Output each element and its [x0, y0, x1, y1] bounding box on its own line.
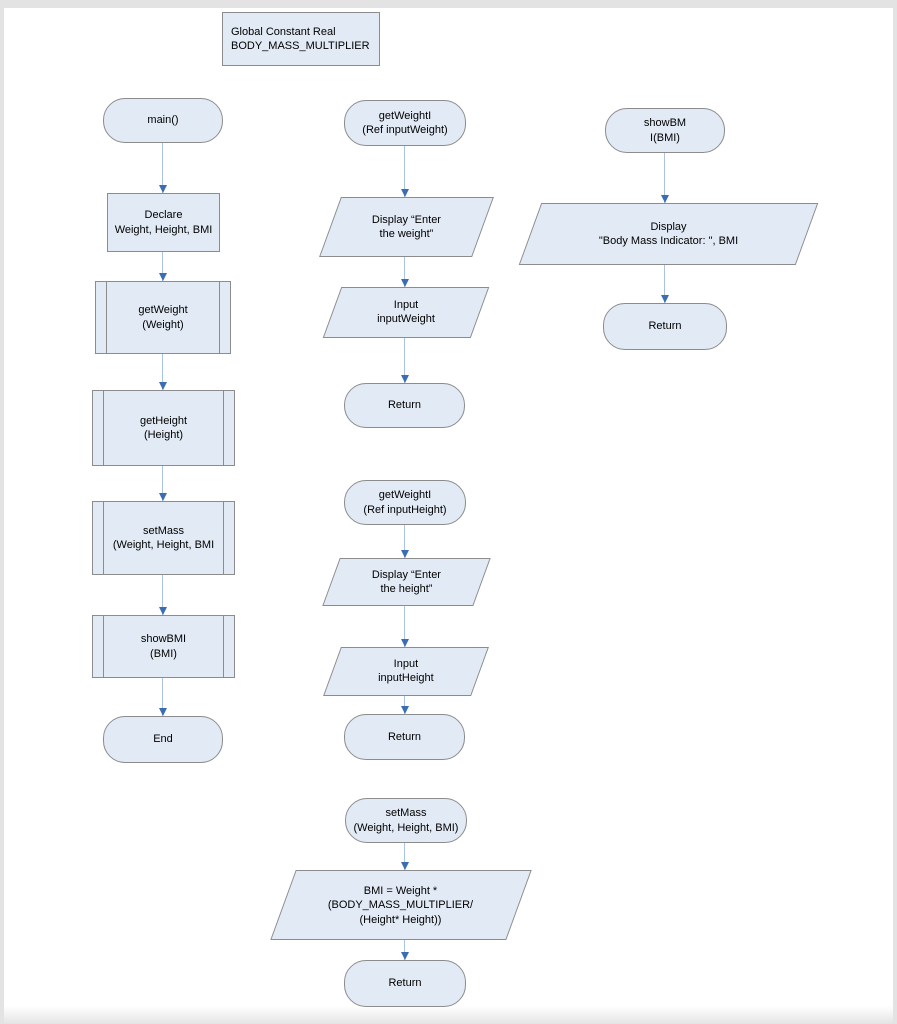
node-display-bmi: Display "Body Mass Indicator: ", BMI — [518, 203, 819, 265]
arrow-getheight-start-to-display — [404, 525, 405, 558]
arrow-getweight-to-getheight — [162, 354, 163, 390]
node-getweight-start-label: getWeightI (Ref inputWeight) — [362, 109, 448, 136]
global-constant-box: Global Constant Real BODY_MASS_MULTIPLIE… — [222, 12, 380, 66]
node-bmi-assignment-label: BMI = Weight * (BODY_MASS_MULTIPLIER/ (H… — [328, 884, 474, 926]
node-main-end-label: End — [153, 733, 173, 746]
arrow-assign-to-return — [404, 940, 405, 960]
node-showbmi-return: Return — [603, 303, 727, 350]
node-display-height-label: Display “Enter the height” — [371, 568, 442, 595]
node-main-start-label: main() — [147, 114, 179, 127]
document-page: Global Constant Real BODY_MASS_MULTIPLIE… — [4, 8, 893, 1024]
node-call-getheight-label: getHeight (Height) — [139, 414, 188, 441]
node-display-weight-label: Display “Enter the weight” — [371, 213, 442, 240]
node-display-bmi-label: Display "Body Mass Indicator: ", BMI — [598, 220, 739, 247]
node-getweight-return-label: Return — [387, 399, 422, 412]
arrow-display-to-input-weight — [404, 257, 405, 287]
node-input-weight: Input inputWeight — [322, 287, 490, 338]
node-showbmi-return-label: Return — [648, 320, 682, 333]
node-call-getheight: getHeight (Height) — [92, 390, 235, 466]
node-main-start: main() — [103, 98, 223, 143]
node-call-setmass-label: setMass (Weight, Height, BMI — [112, 524, 215, 551]
node-getweight-return: Return — [344, 383, 465, 428]
node-input-height: Input inputHeight — [323, 647, 489, 696]
node-getweight-start: getWeightI (Ref inputWeight) — [344, 100, 466, 146]
node-bmi-assignment: BMI = Weight * (BODY_MASS_MULTIPLIER/ (H… — [270, 870, 532, 940]
node-setmass-start-label: setMass (Weight, Height, BMI) — [353, 807, 459, 834]
node-setmass-return: Return — [344, 960, 466, 1007]
arrow-showbmi-start-to-display — [664, 153, 665, 203]
arrow-input-weight-to-return — [404, 338, 405, 383]
node-call-getweight: getWeight (Weight) — [95, 281, 231, 354]
node-call-setmass: setMass (Weight, Height, BMI — [92, 501, 235, 575]
node-input-weight-label: Input inputWeight — [377, 299, 435, 326]
arrow-display-bmi-to-return — [664, 265, 665, 303]
node-getheight-return-label: Return — [387, 730, 422, 743]
node-setmass-return-label: Return — [388, 977, 422, 990]
arrow-getheight-to-setmass — [162, 466, 163, 501]
node-display-height: Display “Enter the height” — [322, 558, 491, 606]
arrow-main-to-declare — [162, 143, 163, 193]
node-declare-label: Declare Weight, Height, BMI — [114, 209, 213, 236]
arrow-setmass-start-to-assign — [404, 843, 405, 870]
arrow-declare-to-getweight — [162, 252, 163, 281]
arrow-showbmi-to-end — [162, 678, 163, 716]
node-input-height-label: Input inputHeight — [378, 658, 434, 685]
node-call-showbmi: showBMI (BMI) — [92, 615, 235, 678]
arrow-display-to-input-height — [404, 606, 405, 647]
node-getheight-start: getWeightI (Ref inputHeight) — [344, 480, 466, 525]
node-showbmi-start: showBM I(BMI) — [605, 108, 725, 153]
node-setmass-start: setMass (Weight, Height, BMI) — [345, 798, 467, 843]
node-display-weight: Display “Enter the weight” — [319, 197, 494, 257]
node-getheight-start-label: getWeightI (Ref inputHeight) — [363, 489, 447, 516]
node-call-showbmi-label: showBMI (BMI) — [140, 633, 187, 660]
node-declare: Declare Weight, Height, BMI — [107, 193, 220, 252]
global-constant-label: Global Constant Real BODY_MASS_MULTIPLIE… — [231, 25, 370, 52]
node-main-end: End — [103, 716, 223, 763]
node-call-getweight-label: getWeight (Weight) — [138, 304, 188, 331]
node-showbmi-start-label: showBM I(BMI) — [643, 117, 687, 144]
node-getheight-return: Return — [344, 714, 465, 760]
arrow-getweight-start-to-display — [404, 146, 405, 197]
arrow-setmass-to-showbmi — [162, 575, 163, 615]
arrow-input-height-to-return — [404, 696, 405, 714]
